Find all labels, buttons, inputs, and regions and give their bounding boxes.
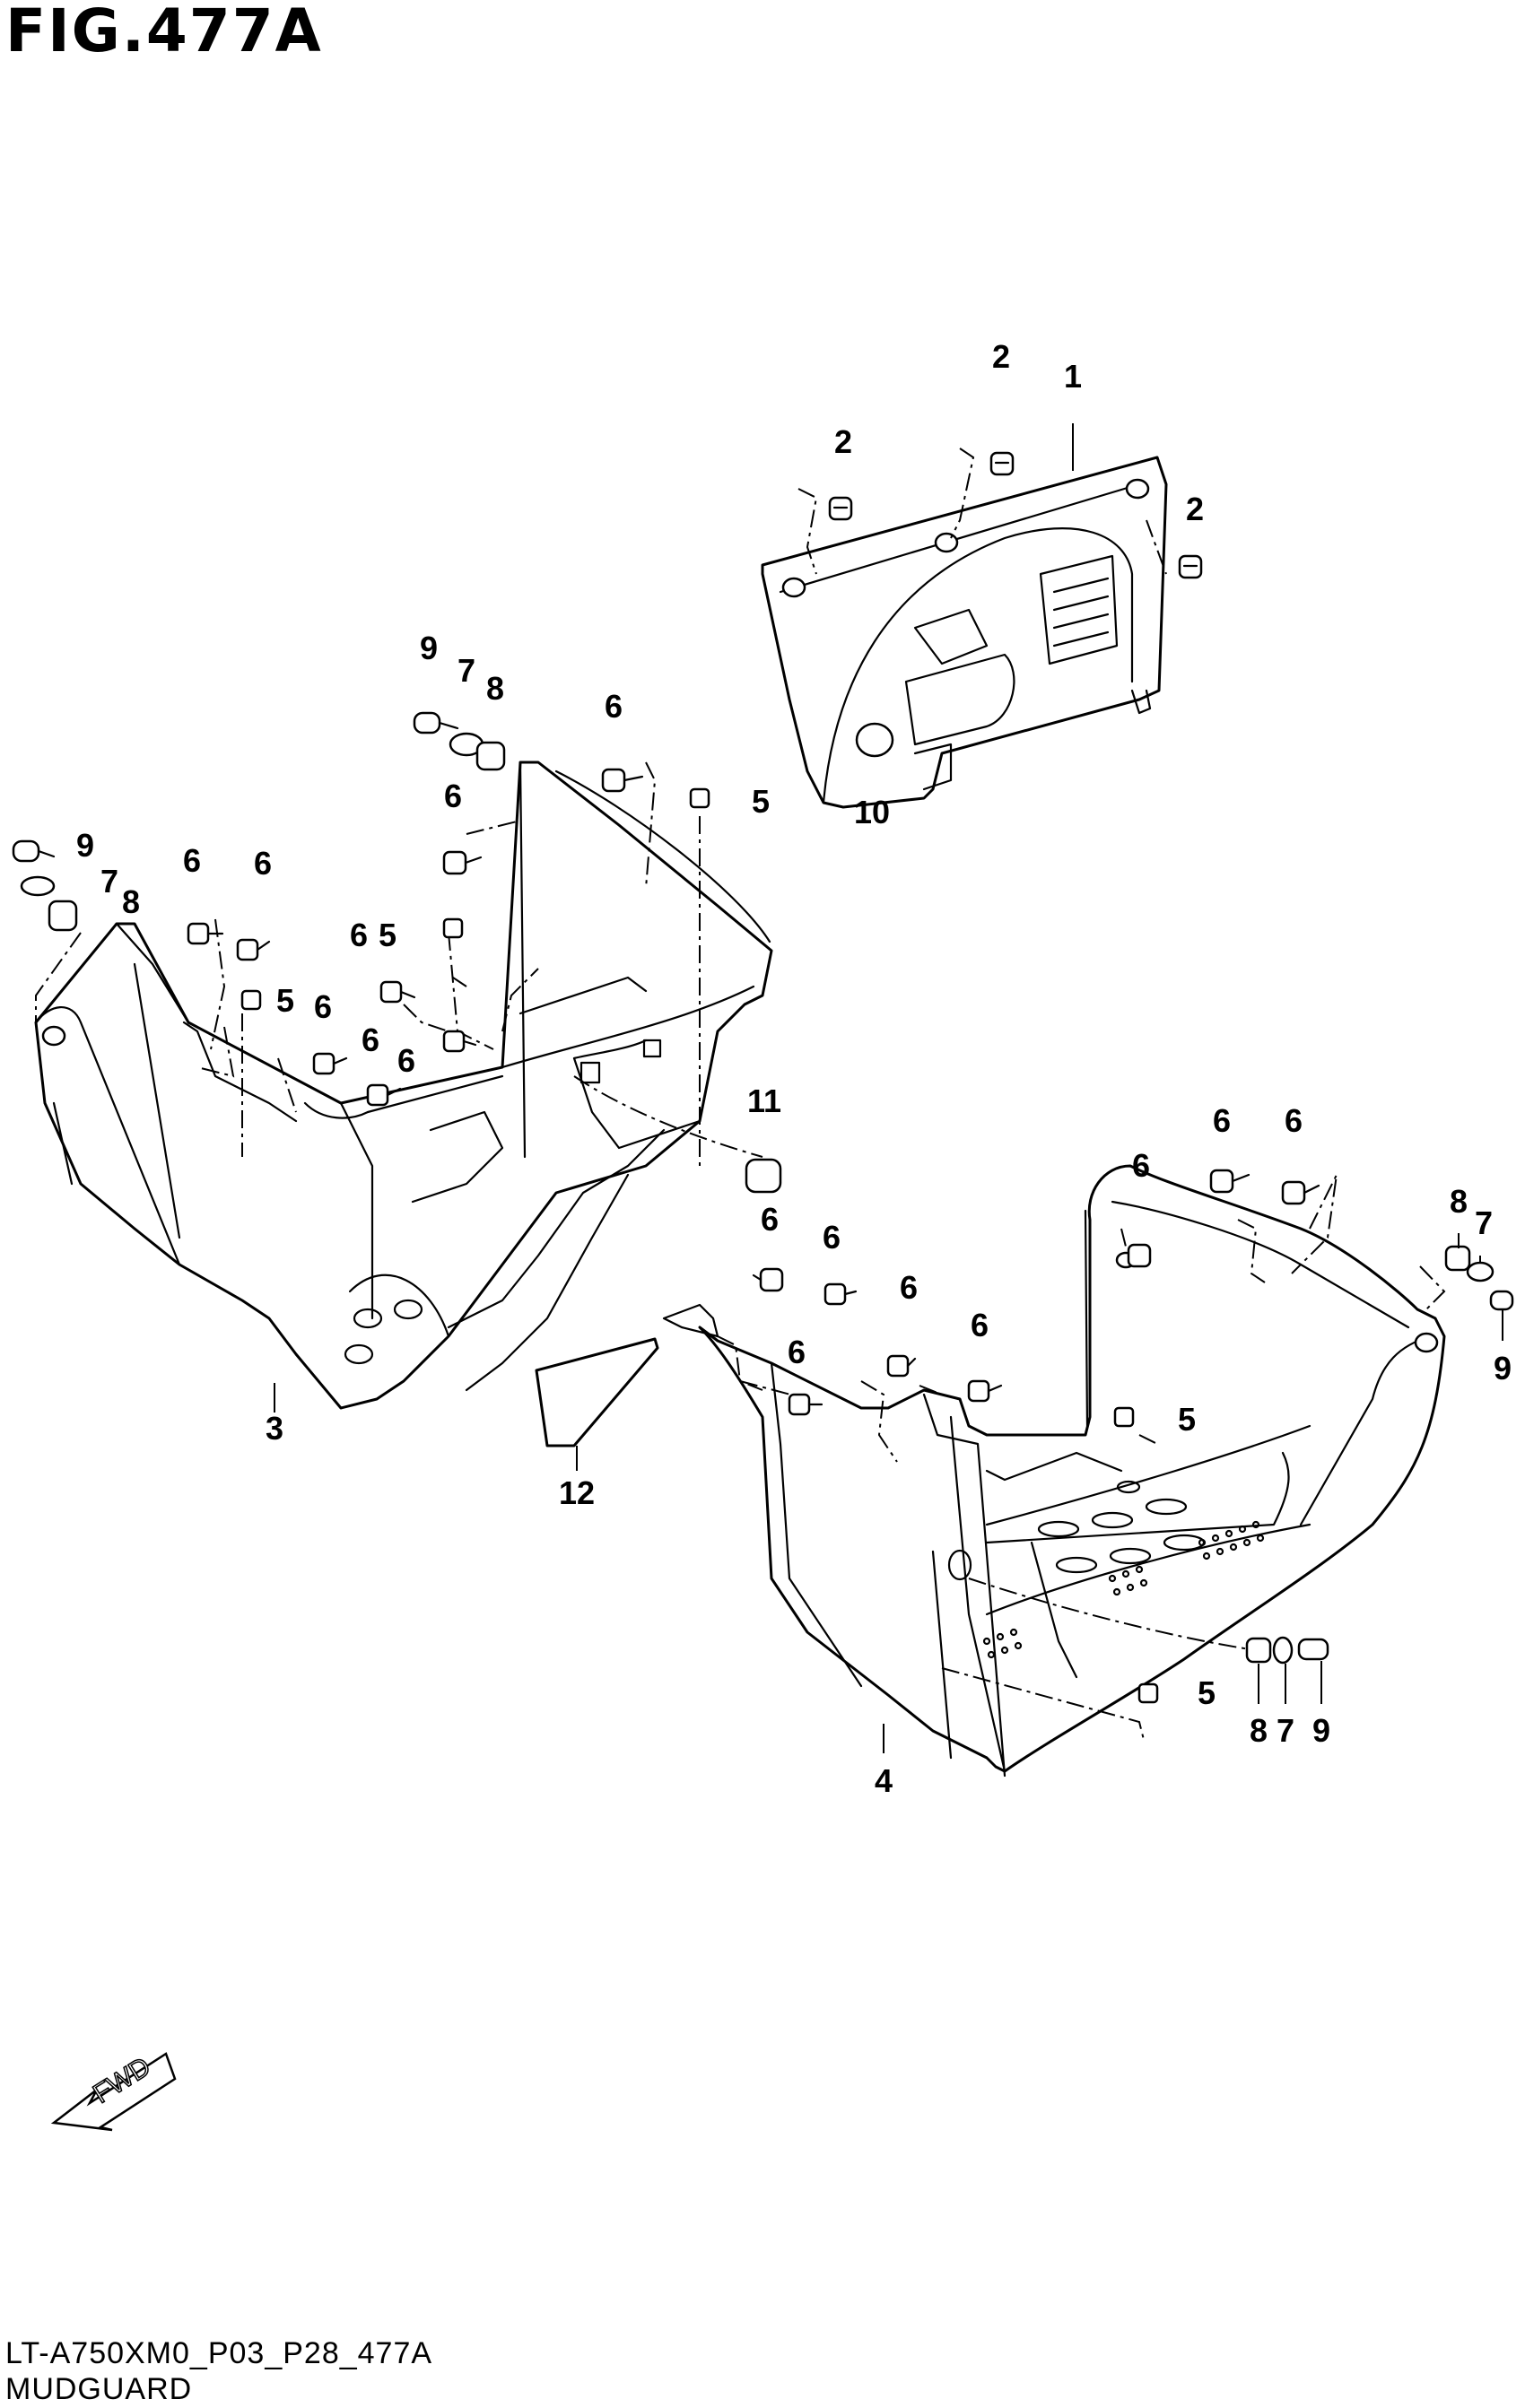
clip-6-h[interactable] <box>601 768 644 793</box>
collar-8-a[interactable] <box>48 900 78 932</box>
screw-9-d[interactable] <box>1297 1638 1329 1661</box>
collar-8-c[interactable] <box>1444 1245 1471 1272</box>
pad-12[interactable] <box>535 1337 659 1471</box>
screw-2-c[interactable] <box>1178 554 1203 579</box>
callout-c11[interactable]: 11 <box>747 1082 781 1119</box>
callout-c12[interactable]: 12 <box>559 1474 595 1511</box>
callout-c6i[interactable]: 6 <box>1213 1102 1231 1139</box>
callout-c2a[interactable]: 2 <box>834 423 852 460</box>
screw-9-a[interactable] <box>12 839 56 863</box>
clip-6-f[interactable] <box>442 1030 477 1053</box>
callout-c8a[interactable]: 8 <box>486 670 504 707</box>
screw-2-b[interactable] <box>989 451 1015 476</box>
callout-c5c[interactable]: 5 <box>276 982 294 1019</box>
callout-c5e[interactable]: 5 <box>1198 1674 1216 1711</box>
callout-c6m[interactable]: 6 <box>823 1219 841 1256</box>
callout-c6h[interactable]: 6 <box>397 1042 415 1079</box>
callout-c6b[interactable]: 6 <box>444 778 462 814</box>
callout-c6l[interactable]: 6 <box>761 1201 779 1238</box>
callout-c9b[interactable]: 9 <box>76 827 94 864</box>
clip-6-o[interactable] <box>788 1393 824 1416</box>
callout-c6j[interactable]: 6 <box>1285 1102 1303 1139</box>
callout-c6c[interactable]: 6 <box>183 842 201 879</box>
washer-7-a[interactable] <box>20 875 56 897</box>
bolt-5-d[interactable] <box>1113 1406 1135 1428</box>
callout-c9c[interactable]: 9 <box>1494 1350 1512 1387</box>
callout-c6a[interactable]: 6 <box>605 688 623 725</box>
clip-6-k[interactable] <box>1127 1243 1152 1268</box>
callout-c7b[interactable]: 7 <box>100 863 118 900</box>
callout-c6e[interactable]: 6 <box>350 917 368 953</box>
figure-title: FIG.477A <box>5 0 323 65</box>
figure-code: LT-A750XM0_P03_P28_477A <box>5 2336 433 2370</box>
washer-7-d[interactable] <box>1272 1636 1294 1665</box>
clip-6-p[interactable] <box>967 1379 1003 1403</box>
collar-8-b[interactable] <box>475 741 506 771</box>
callout-c7a[interactable]: 7 <box>458 652 475 689</box>
clip-6-a[interactable] <box>187 922 224 945</box>
callout-c9a[interactable]: 9 <box>420 630 438 666</box>
callout-c6d[interactable]: 6 <box>254 845 272 882</box>
bolt-5-a[interactable] <box>240 989 262 1011</box>
callout-c2c[interactable]: 2 <box>1186 491 1204 527</box>
clip-6-c[interactable] <box>312 1052 348 1075</box>
callout-c10[interactable]: 10 <box>854 794 890 830</box>
callout-c7c[interactable]: 7 <box>1475 1204 1493 1241</box>
clip-6-m[interactable] <box>824 1282 858 1306</box>
part-1-front-inner-guard[interactable] <box>761 456 1168 809</box>
cushion-11[interactable] <box>745 1158 782 1194</box>
washer-7-c[interactable] <box>1466 1261 1494 1282</box>
clip-6-d[interactable] <box>366 1083 402 1107</box>
callout-c6k[interactable]: 6 <box>1132 1147 1150 1184</box>
callout-c3[interactable]: 3 <box>266 1410 283 1447</box>
clip-6-g[interactable] <box>442 850 483 875</box>
clip-6-e[interactable] <box>379 980 416 1004</box>
callout-c6g[interactable]: 6 <box>362 1021 379 1058</box>
callout-c5b[interactable]: 5 <box>379 917 396 953</box>
bolt-5-b[interactable] <box>442 917 464 939</box>
figure-name: MUDGUARD <box>5 2372 193 2406</box>
screw-2-a[interactable] <box>828 496 853 521</box>
screw-9-c[interactable] <box>1489 1290 1514 1311</box>
bolt-5-c[interactable] <box>689 787 710 809</box>
callout-c5d[interactable]: 5 <box>1178 1401 1196 1438</box>
fwd-arrow: FWD <box>50 2051 177 2132</box>
callout-c8c[interactable]: 8 <box>1450 1183 1468 1220</box>
callout-c8d[interactable]: 8 <box>1250 1712 1268 1749</box>
callout-c6o[interactable]: 6 <box>788 1334 806 1370</box>
clip-6-n[interactable] <box>886 1354 917 1378</box>
clip-6-i[interactable] <box>1209 1169 1250 1194</box>
callout-c1[interactable]: 1 <box>1064 358 1082 395</box>
callout-c6p[interactable]: 6 <box>971 1307 989 1343</box>
grommet-10[interactable] <box>855 722 894 758</box>
collar-8-d[interactable] <box>1245 1637 1272 1664</box>
callout-c4[interactable]: 4 <box>875 1762 893 1799</box>
callout-c7d[interactable]: 7 <box>1277 1712 1294 1749</box>
callout-c9d[interactable]: 9 <box>1312 1712 1330 1749</box>
callout-c8b[interactable]: 8 <box>122 883 140 920</box>
floor-perforations <box>982 1520 1265 1659</box>
part-4-right-mudguard[interactable] <box>662 1164 1446 1778</box>
screw-9-b[interactable] <box>413 711 459 735</box>
clip-6-j[interactable] <box>1281 1180 1320 1205</box>
clip-6-b[interactable] <box>236 938 271 961</box>
callout-c6n[interactable]: 6 <box>900 1269 918 1306</box>
part-3-left-mudguard[interactable] <box>34 761 773 1410</box>
callout-c5a[interactable]: 5 <box>752 783 770 820</box>
bolt-5-e[interactable] <box>1137 1682 1159 1704</box>
callout-c6f[interactable]: 6 <box>314 988 332 1025</box>
clip-6-l[interactable] <box>752 1267 784 1292</box>
callout-c2b[interactable]: 2 <box>992 338 1010 375</box>
